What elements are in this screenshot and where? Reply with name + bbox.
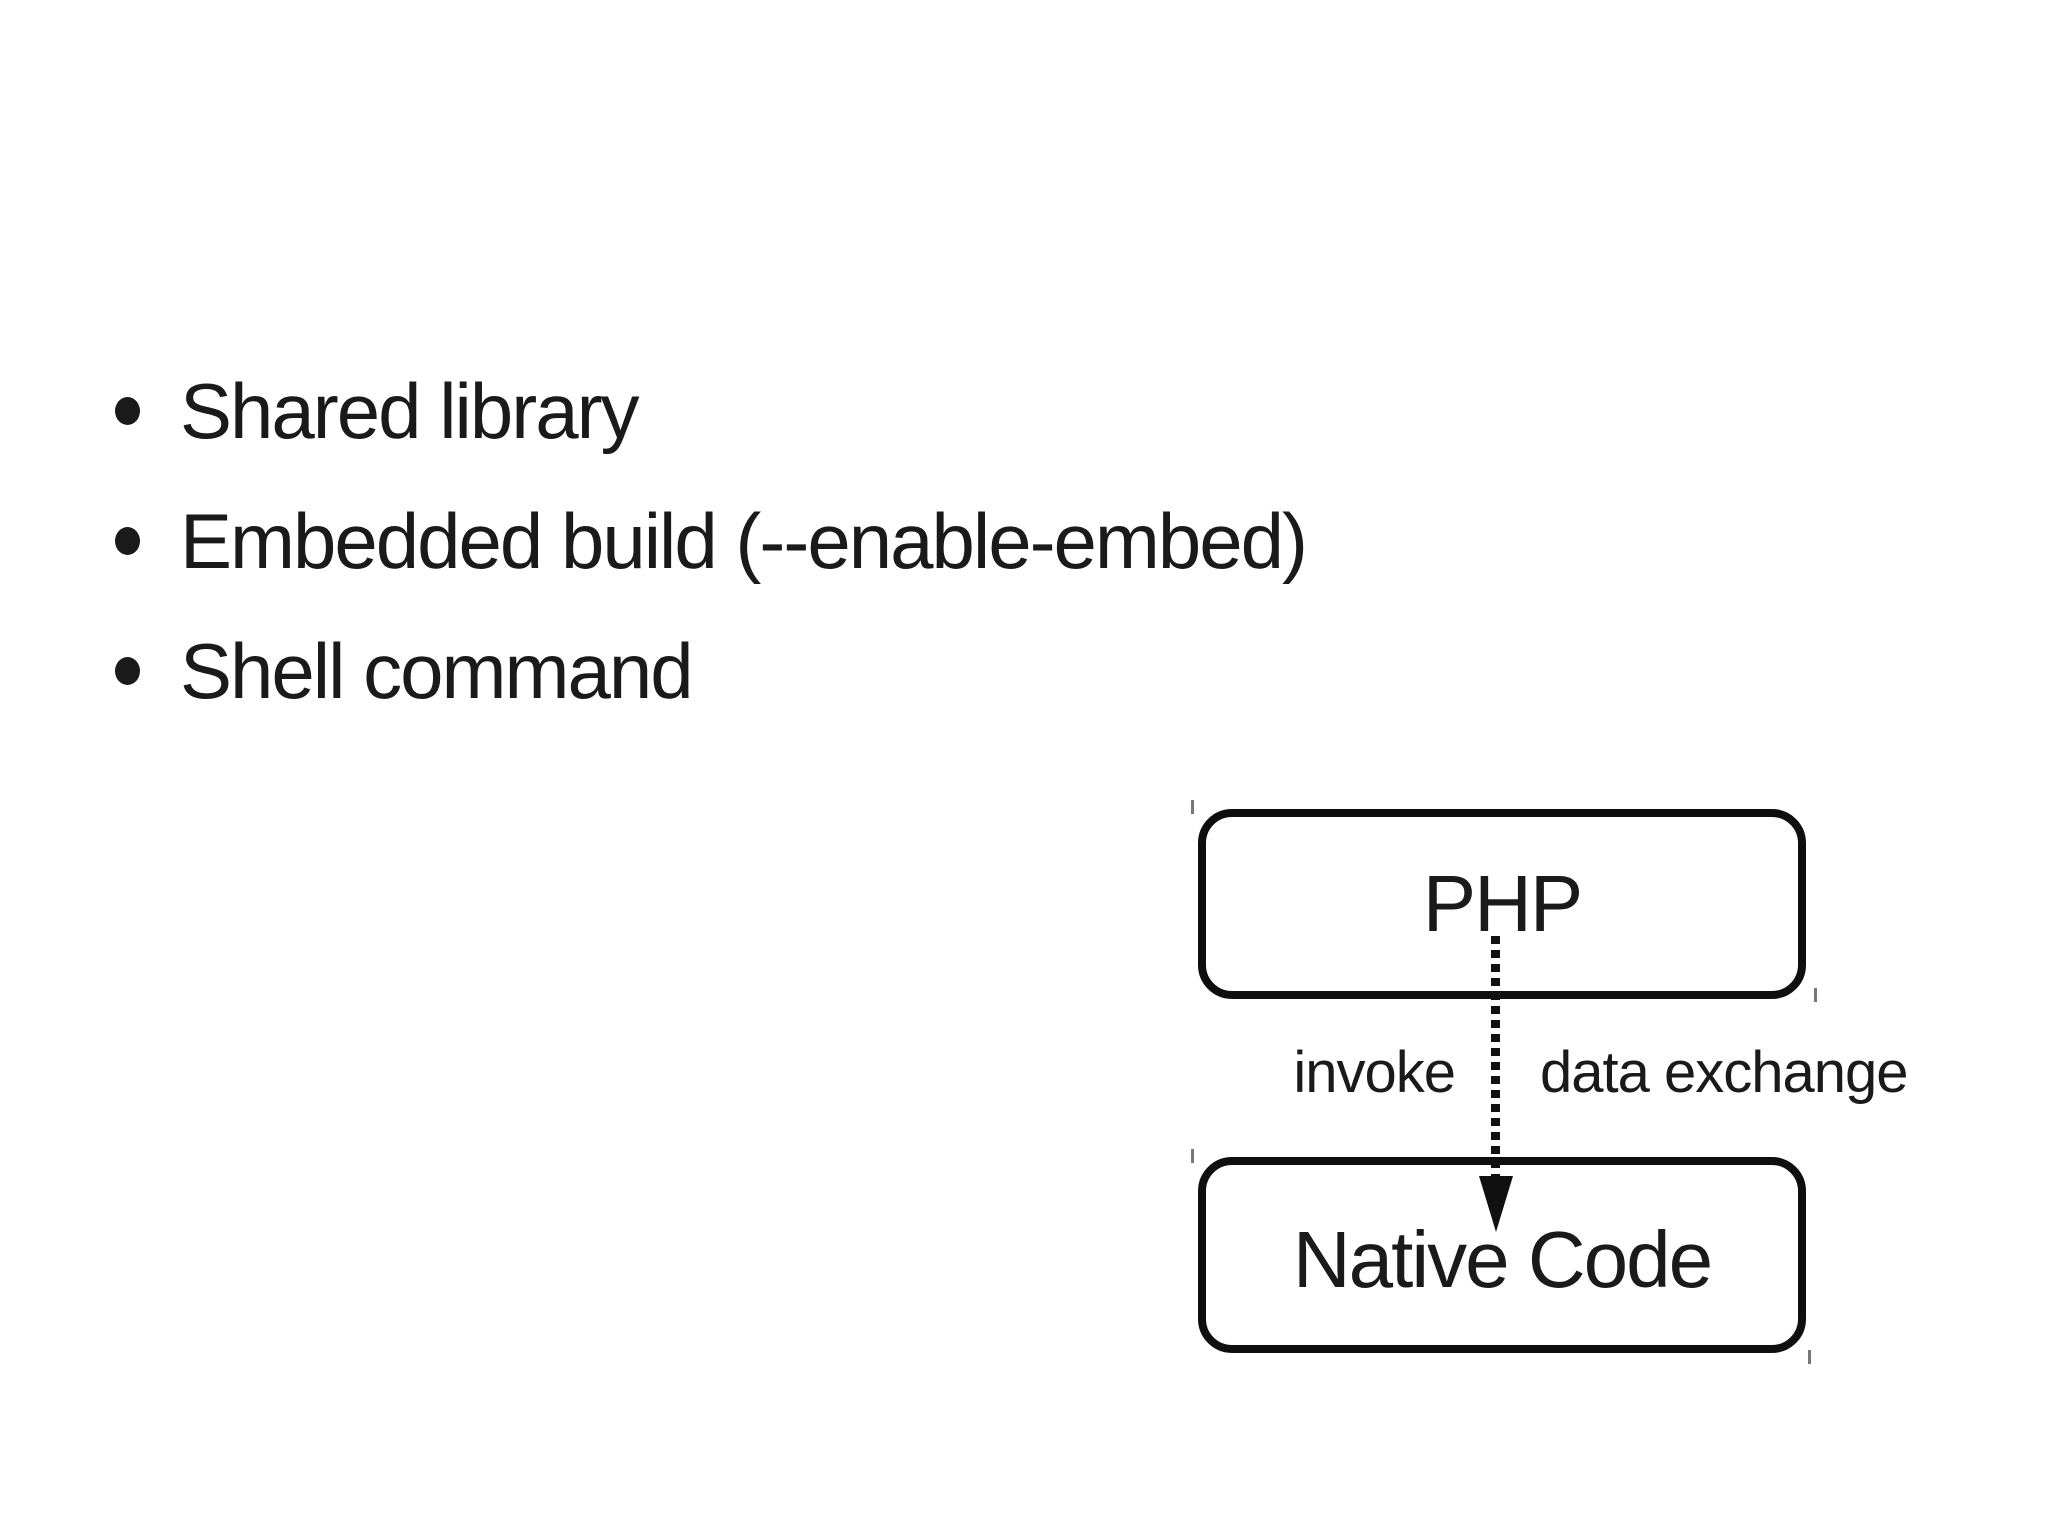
arrow-down-icon <box>1479 1176 1513 1232</box>
bullet-text: Shell command <box>180 627 694 715</box>
bullet-item: Shared library <box>115 366 1306 456</box>
invoke-label: invoke <box>1293 1040 1456 1105</box>
corner-mark <box>1808 1350 1811 1364</box>
bullet-text: Shared library <box>180 367 640 455</box>
bullet-text: Embedded build (--enable-embed) <box>180 497 1308 585</box>
bullet-icon <box>115 397 140 425</box>
php-box-label: PHP <box>1422 859 1583 948</box>
corner-mark <box>1191 800 1194 814</box>
bullet-item: Shell command <box>115 626 1306 716</box>
php-box: PHP <box>1198 809 1806 999</box>
bullet-list: Shared library Embedded build (--enable-… <box>115 366 1308 756</box>
corner-mark <box>1814 988 1817 1002</box>
data-exchange-label: data exchange <box>1540 1040 1909 1105</box>
bullet-icon <box>115 657 140 685</box>
dotted-connector-line <box>1491 936 1500 1178</box>
bullet-icon <box>115 527 140 555</box>
corner-mark <box>1191 1149 1194 1163</box>
bullet-item: Embedded build (--enable-embed) <box>115 496 1308 586</box>
